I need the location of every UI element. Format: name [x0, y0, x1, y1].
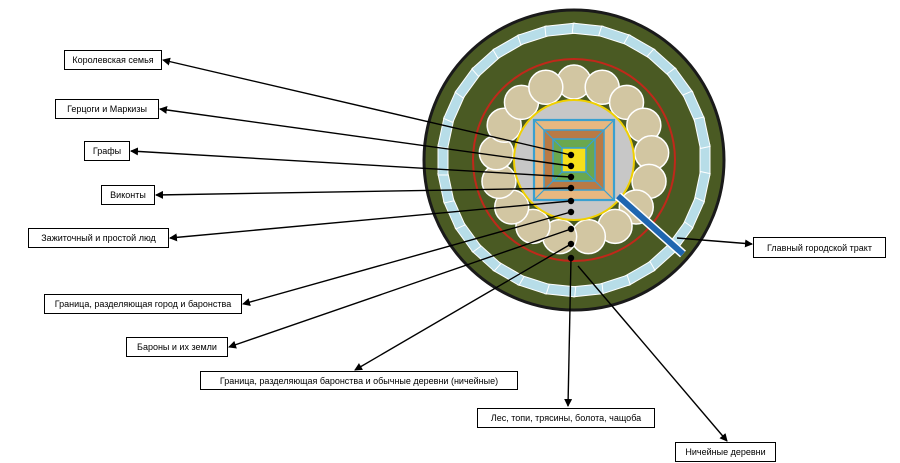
main-road [616, 193, 685, 257]
label-city-border: Граница, разделяющая город и баронства [44, 294, 242, 314]
label-main-road: Главный городской тракт [753, 237, 886, 258]
pyramid-edge [585, 171, 615, 201]
label-barons: Бароны и их земли [126, 337, 228, 357]
arrow-counts [130, 147, 572, 178]
arrow-viscounts [155, 187, 572, 199]
label-commoners: Зажиточный и простой люд [28, 228, 169, 248]
layer-royal [561, 147, 587, 173]
pivot-dot [567, 184, 575, 192]
arrow-no-mans-villages [577, 265, 728, 442]
pivot-dot [567, 173, 575, 181]
pyramid-edge [585, 119, 615, 149]
label-arrows [130, 57, 753, 442]
pivot-dot [567, 254, 575, 262]
label-forest: Лес, топи, трясины, болота, чащоба [477, 408, 655, 428]
label-dukes-marquises: Герцоги и Маркизы [55, 99, 159, 119]
label-barony-border: Граница, разделяющая баронства и обычные… [200, 371, 518, 390]
arrow-commoners [169, 200, 572, 242]
pivot-dot [567, 162, 575, 170]
arrow-royal-family [162, 57, 572, 156]
label-counts: Графы [84, 141, 130, 161]
arrow-dukes-marquises [159, 105, 572, 167]
pivot-dot [567, 240, 575, 248]
label-viscounts: Виконты [101, 185, 155, 205]
village [693, 116, 711, 150]
arrow-main-road [676, 237, 753, 248]
pivot-dot [567, 197, 575, 205]
pivot-dot [567, 151, 575, 159]
arrow-forest [564, 257, 573, 407]
concentric-map [422, 8, 726, 312]
pivot-dot [567, 208, 575, 216]
arrow-city-border [242, 211, 572, 306]
village [699, 144, 711, 176]
arrow-barony-border [354, 243, 572, 371]
arrow-barons [228, 228, 572, 349]
label-royal-family: Королевская семья [64, 50, 162, 70]
barony-land [528, 69, 564, 106]
village [437, 144, 449, 176]
pivot-dot [567, 225, 575, 233]
label-no-mans-villages: Ничейные деревни [675, 442, 776, 462]
pyramid-edge [533, 119, 563, 149]
